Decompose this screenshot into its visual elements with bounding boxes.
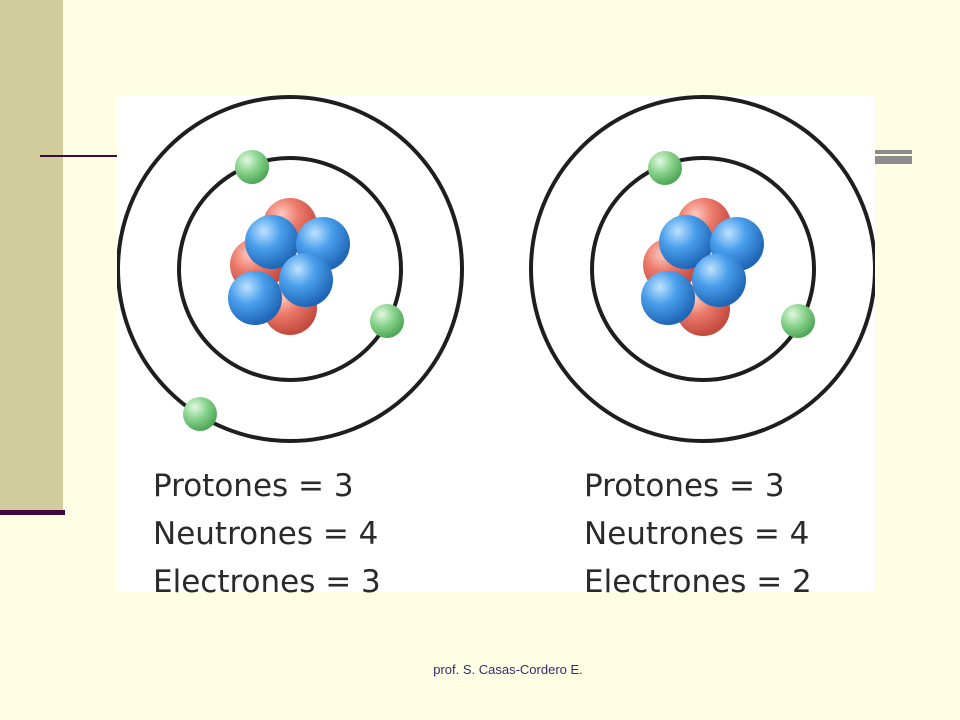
neutron — [659, 215, 713, 269]
electron — [781, 304, 815, 338]
footer-credit: prof. S. Casas-Cordero E. — [433, 662, 583, 677]
neutron — [245, 215, 299, 269]
title-rule-left — [40, 155, 130, 157]
neutrons-count-label: Neutrones = 4 — [584, 516, 810, 552]
electron — [183, 397, 217, 431]
inner-orbit — [177, 156, 403, 382]
protons-count-label: Protones = 3 — [153, 468, 354, 504]
outer-orbit — [117, 95, 464, 443]
side-bar-rule — [0, 510, 65, 515]
atom-diagrams — [117, 95, 875, 443]
outer-orbit — [529, 95, 875, 443]
neutrons-count-label: Neutrones = 4 — [153, 516, 379, 552]
electrons-count-label: Electrones = 2 — [584, 564, 812, 600]
atom-diagram-panel — [117, 95, 875, 592]
atom-left-counts: Protones = 3 Neutrones = 4 Electrones = … — [153, 462, 381, 606]
electron — [235, 150, 269, 184]
atom-left — [117, 95, 464, 443]
inner-orbit — [590, 156, 816, 382]
protons-count-label: Protones = 3 — [584, 468, 785, 504]
slide-side-bar — [0, 0, 63, 510]
neutron — [641, 271, 695, 325]
electron — [648, 151, 682, 185]
electrons-count-label: Electrones = 3 — [153, 564, 381, 600]
neutron — [692, 253, 746, 307]
neutron — [279, 253, 333, 307]
atom-right-counts: Protones = 3 Neutrones = 4 Electrones = … — [584, 462, 812, 606]
electron — [370, 304, 404, 338]
neutron — [228, 271, 282, 325]
atom-right — [529, 95, 875, 443]
